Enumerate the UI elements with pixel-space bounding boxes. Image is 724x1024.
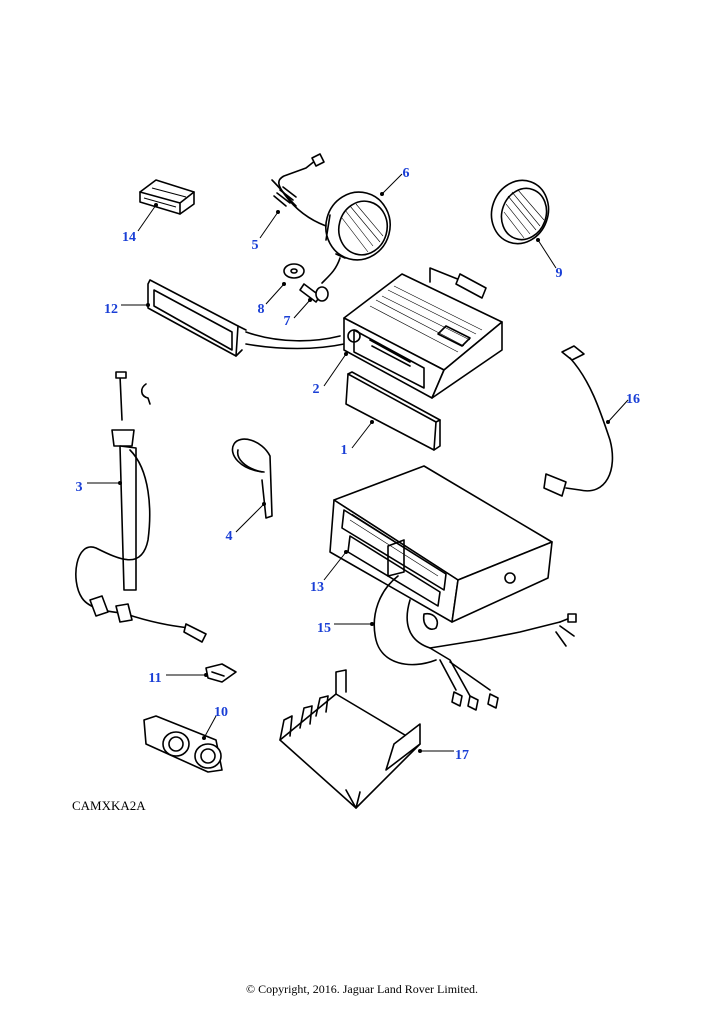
illustration-reference: CAMXKA2A xyxy=(72,798,146,813)
callout-17: 17 xyxy=(455,748,469,763)
leader-dots xyxy=(118,192,610,753)
callout-15: 15 xyxy=(317,621,331,636)
callout-9: 9 xyxy=(556,266,563,281)
callout-6: 6 xyxy=(403,166,410,181)
copyright-notice: © Copyright, 2016. Jaguar Land Rover Lim… xyxy=(245,982,479,996)
part-11-clip xyxy=(205,663,237,683)
part-9-grille xyxy=(490,179,550,245)
callout-2: 2 xyxy=(313,382,320,397)
part-17-bracket xyxy=(279,669,421,809)
callout-14: 14 xyxy=(122,230,136,245)
callout-8: 8 xyxy=(258,302,265,317)
part-10-housing xyxy=(143,715,223,773)
callout-7: 7 xyxy=(284,314,291,329)
callout-13: 13 xyxy=(310,580,324,595)
part-16-lead xyxy=(543,345,614,497)
leader-lines xyxy=(87,173,629,752)
part-5-speaker-lead xyxy=(271,153,327,227)
part-8-washer xyxy=(283,263,305,279)
part-1-front-cover xyxy=(345,371,441,451)
part-2-radio-unit xyxy=(343,267,503,399)
part-3-aerial xyxy=(75,371,207,643)
part-13-cd-changer xyxy=(329,465,553,623)
part-14-module xyxy=(139,179,195,215)
callout-1: 1 xyxy=(341,443,348,458)
part-15-harness xyxy=(373,575,577,711)
callout-5: 5 xyxy=(252,238,259,253)
callout-10: 10 xyxy=(214,705,228,720)
callout-3: 3 xyxy=(76,480,83,495)
callout-12: 12 xyxy=(104,302,118,317)
callout-11: 11 xyxy=(148,671,161,686)
part-6-speaker xyxy=(321,191,391,284)
callout-16: 16 xyxy=(626,392,640,407)
part-12-bezel xyxy=(147,279,345,357)
callout-4: 4 xyxy=(226,529,233,544)
part-4-cable-tie xyxy=(231,438,273,519)
part-7-screw xyxy=(299,283,329,303)
